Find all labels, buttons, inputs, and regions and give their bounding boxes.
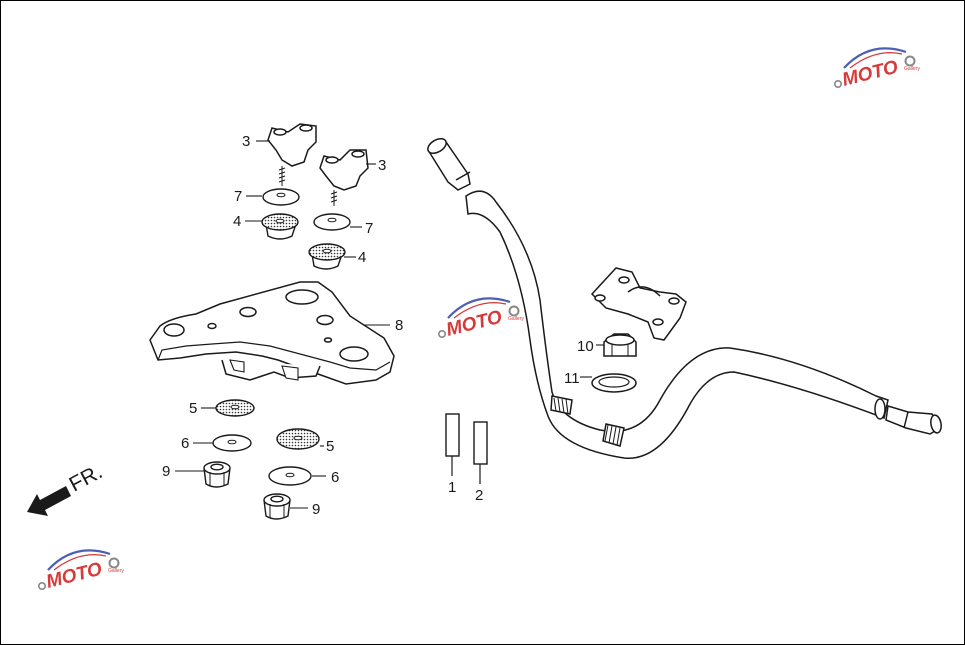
knurl-band-right: [602, 423, 625, 447]
callout-1: 1: [448, 479, 456, 496]
front-arrow-icon: [27, 486, 71, 516]
callout-9-right: 9: [312, 501, 320, 518]
front-label: FR.: [66, 460, 107, 496]
watermark-logo-bottom-left: MOTO Gallery: [37, 549, 124, 593]
handlebar-end-cap-right: [885, 405, 942, 435]
part-3-lower-holder-right: [319, 149, 369, 206]
watermark-sub: Gallery: [108, 568, 124, 574]
callout-8: 8: [395, 317, 403, 334]
handlebar-upper-holder: [590, 267, 687, 341]
callout-7-left: 7: [234, 188, 242, 205]
watermark-logo-center: MOTO Gallery: [437, 297, 524, 341]
callout-labels: 3 3 7 7 4 4 8 5 5 6 6 9 9 1 2 10 11: [162, 133, 594, 518]
part-6-washer-right: [268, 466, 312, 486]
part-4-bushing-right: [308, 243, 346, 270]
part-4-bushing-left: [261, 213, 299, 240]
handlebar: [426, 138, 942, 459]
callout-2: 2: [475, 487, 483, 504]
callout-4-right: 4: [358, 249, 366, 266]
watermark-sub: Gallery: [904, 66, 920, 72]
part-7-washer-right: [313, 213, 351, 231]
callout-7-right: 7: [365, 220, 373, 237]
callout-4-left: 4: [233, 213, 241, 230]
part-10-nut: [603, 333, 637, 357]
callout-9-left: 9: [162, 463, 170, 480]
part-2-bar: [473, 421, 488, 484]
part-3-lower-holder-left: [267, 123, 317, 186]
callout-3-left: 3: [242, 133, 250, 150]
callout-3-right: 3: [378, 157, 386, 174]
callout-10: 10: [577, 338, 594, 355]
part-11-washer: [591, 373, 637, 393]
watermark-logo-top-right: MOTO Gallery: [833, 47, 920, 91]
part-9-nut-left: [203, 461, 231, 488]
part-1-bar: [445, 413, 460, 476]
front-direction-indicator: FR.: [27, 460, 106, 516]
callout-11: 11: [564, 370, 580, 387]
callout-6-right: 6: [331, 469, 339, 486]
watermark-sub: Gallery: [508, 316, 524, 322]
leader-lines: [175, 140, 604, 509]
part-5-bushing-left: [215, 399, 255, 417]
handlebar-end-cap-left: [426, 138, 471, 191]
knurl-band-left: [550, 395, 573, 415]
callout-6-left: 6: [181, 435, 189, 452]
callout-5-left: 5: [189, 400, 197, 417]
part-7-washer-left: [262, 188, 300, 206]
part-9-nut-right: [263, 493, 291, 520]
callout-5-right: 5: [326, 438, 334, 455]
part-5-bushing-right: [276, 428, 320, 450]
part-6-washer-left: [212, 434, 252, 452]
part-8-top-bridge: [149, 281, 395, 385]
